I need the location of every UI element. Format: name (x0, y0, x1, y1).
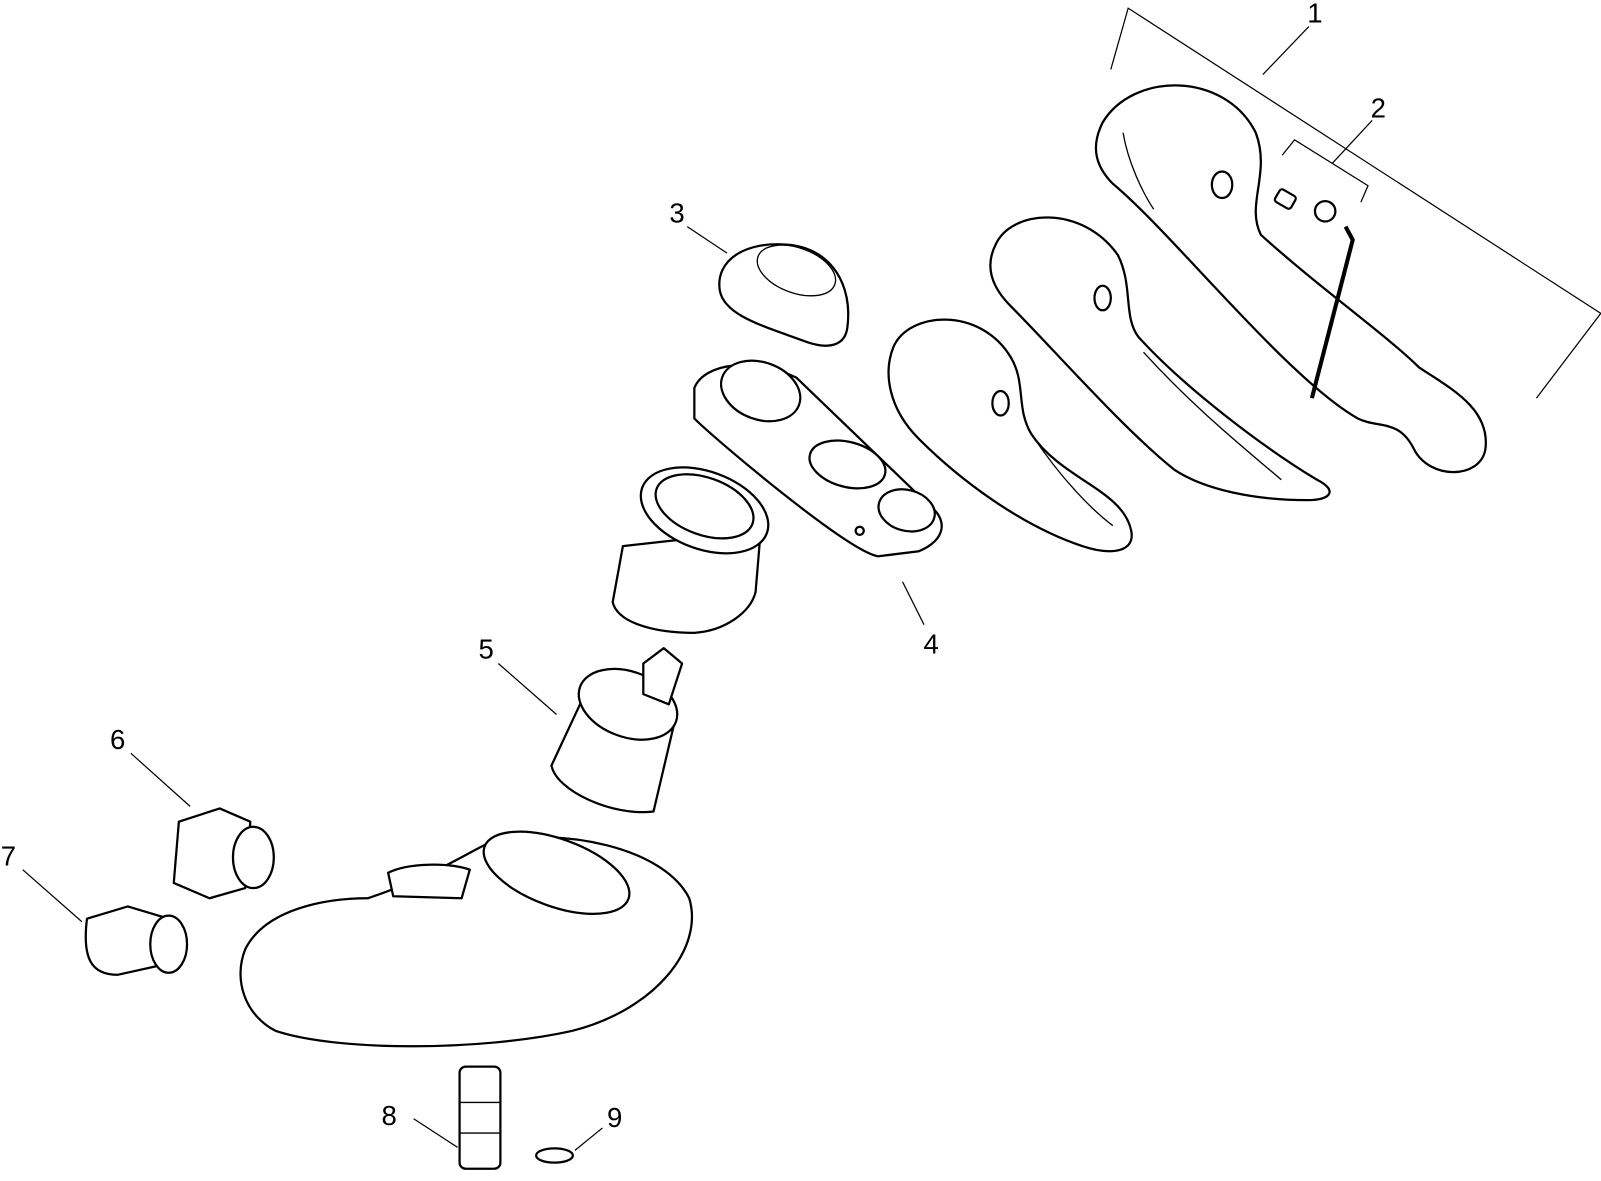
callout-label-7: 7 (1, 841, 16, 872)
callout-label-9: 9 (607, 1102, 622, 1133)
callout-label-6: 6 (110, 724, 125, 755)
callout-bracket-2 (1281, 120, 1373, 203)
set-screw-and-hex-key (1273, 188, 1355, 399)
cap-part-3 (718, 243, 850, 347)
leader-lines (22, 226, 925, 1151)
callout-label-3: 3 (669, 198, 684, 229)
lever-handle-large (1094, 84, 1487, 474)
callout-label-5: 5 (478, 633, 493, 664)
callout-bracket-1 (1110, 7, 1601, 399)
cartridge-part-5 (550, 647, 684, 814)
bonnet-nut (611, 466, 770, 634)
callout-label-4: 4 (923, 628, 938, 659)
spout-body (239, 830, 694, 1048)
o-ring-part-9 (535, 1147, 574, 1164)
fitting-part-7 (84, 905, 189, 976)
lever-handle-medium (989, 216, 1331, 502)
callout-label-1: 1 (1307, 0, 1322, 28)
callout-label-2: 2 (1371, 92, 1386, 123)
lever-handle-small (887, 318, 1133, 553)
mounting-plate-part-4 (693, 359, 943, 558)
fitting-part-6 (172, 807, 275, 900)
callout-label-8: 8 (381, 1100, 396, 1131)
aerator-part-8 (458, 1065, 502, 1170)
